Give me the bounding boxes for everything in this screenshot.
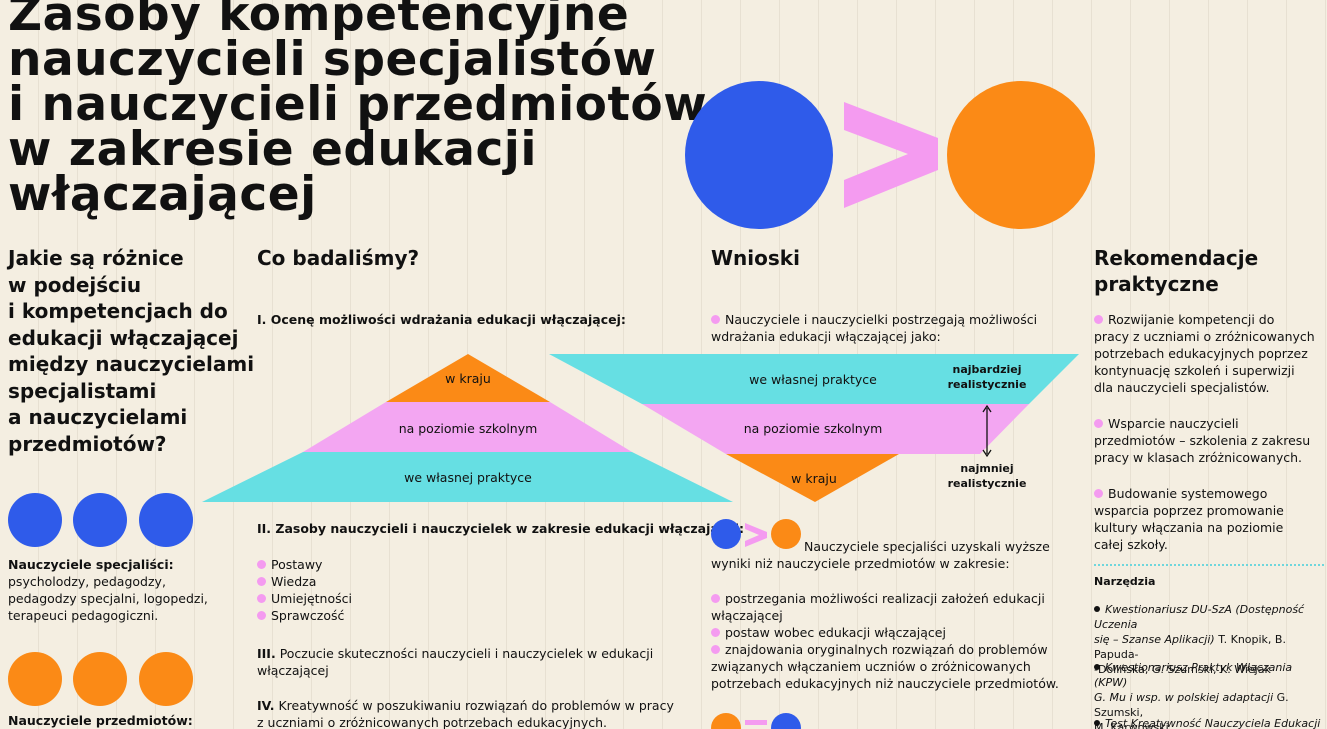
inverted-bottom-segment [726, 454, 899, 502]
tool-item: Test Kreatywność Nauczyciela Edukacji [1094, 716, 1326, 729]
specialists-line: terapeuci pedagogiczni. [8, 608, 159, 623]
bullet [1094, 720, 1100, 726]
conclusion-bullet: postrzegania możliwości realizacji założ… [711, 590, 1071, 607]
small-orange-circle-2 [711, 713, 741, 729]
big-orange-circle [947, 81, 1095, 229]
title-line: nauczycieli specjalistów [8, 32, 657, 87]
question-line: edukacji włączającej [8, 325, 239, 350]
specialist-circle [8, 493, 62, 547]
recommendation-2: Wsparcie nauczycieli przedmiotów – szkol… [1094, 416, 1311, 465]
conclusion-bullet: znajdowania oryginalnych rozwiązań do pr… [711, 641, 1071, 658]
subject-teacher-circle [139, 652, 193, 706]
question-line: przedmiotów? [8, 431, 167, 456]
specialists-title: Nauczyciele specjaliści: [8, 557, 174, 572]
bullet-dot [1094, 315, 1103, 324]
inverted-middle-segment [642, 404, 1029, 454]
small-blue-circle [711, 519, 741, 549]
title-line: i nauczycieli przedmiotów [8, 77, 708, 132]
subject-teacher-circle [73, 652, 127, 706]
bullet-dot [711, 628, 720, 637]
bullet-dot [257, 594, 266, 603]
research-item-2: II. Zasoby nauczycieli i nauczycielek w … [257, 521, 744, 536]
pyramid-middle-segment [303, 402, 632, 452]
pyramid-top-segment [386, 354, 550, 402]
tools-heading: Narzędzia [1094, 575, 1156, 588]
title-line: włączającej [8, 167, 317, 222]
resource-item: Umiejętności [257, 590, 352, 607]
conclusions-bullets: postrzegania możliwości realizacji założ… [711, 590, 1071, 692]
title-line: Zasoby kompetencyjne [8, 0, 630, 42]
specialists-line: psycholodzy, pedagodzy, [8, 574, 166, 589]
title-line: w zakresie edukacji [8, 122, 538, 177]
subject-teacher-circle [8, 652, 62, 706]
small-blue-circle-2 [771, 713, 801, 729]
bullet-dot [257, 577, 266, 586]
dotted-divider [1094, 564, 1324, 566]
inverted-pyramid-chart [549, 354, 1079, 502]
inverted-label-bottom: w kraju [791, 471, 837, 486]
conclusions-intro: Nauczyciele i nauczycielki postrzegają m… [711, 312, 1038, 344]
big-greater-than-symbol [844, 102, 938, 208]
recommendation-3: Budowanie systemowego wsparcia poprzez p… [1094, 486, 1284, 552]
comparison-intro: Nauczyciele specjaliści uzyskali wyższe … [711, 539, 1050, 571]
resources-list: Postawy Wiedza Umiejętności Sprawczość [257, 556, 352, 624]
question-line: specjalistami [8, 378, 157, 403]
question-line: i kompetencjach do [8, 299, 228, 323]
recommendations-heading: Rekomendacje praktyczne [1094, 246, 1259, 296]
conclusions-heading: Wnioski [711, 246, 800, 270]
big-blue-circle [685, 81, 833, 229]
page-title: Zasoby kompetencyjne nauczycieli specjal… [8, 0, 708, 222]
bullet-dot [1094, 489, 1103, 498]
resource-item: Wiedza [257, 573, 352, 590]
bullet [1094, 664, 1100, 670]
pyramid-chart [202, 354, 733, 502]
inverted-label-top: we własnej praktyce [749, 372, 877, 387]
question-line: między nauczycielami [8, 352, 255, 376]
bullet-dot [711, 315, 720, 324]
inverted-label-middle: na poziomie szkolnym [743, 421, 883, 436]
research-item-3: III. Poczucie skuteczności nauczycieli i… [257, 646, 654, 678]
bullet-dot [257, 560, 266, 569]
question-line: Jakie są różnice [8, 246, 184, 270]
pyramid-label-bottom: we własnej praktyce [404, 470, 532, 485]
research-item-4: IV. Kreatywność w poszukiwaniu rozwiązań… [257, 698, 674, 729]
research-item-1: I. Ocenę możliwości wdrażania edukacji w… [257, 312, 626, 327]
specialist-circle [139, 493, 193, 547]
conclusion-bullet: postaw wobec edukacji włączającej [711, 624, 1071, 641]
pyramid-label-middle: na poziomie szkolnym [398, 421, 538, 436]
inverted-top-segment [549, 354, 1079, 404]
pyramid-bottom-segment [202, 452, 733, 502]
realism-arrow-icon [982, 404, 992, 458]
equals-symbol [745, 720, 767, 725]
resource-item: Postawy [257, 556, 352, 573]
question-heading: Jakie są różnice w podejściu i kompetenc… [8, 245, 258, 457]
subject-teachers-title: Nauczyciele przedmiotów: [8, 713, 193, 728]
bullet-dot [1094, 419, 1103, 428]
pyramid-label-top: w kraju [445, 371, 491, 386]
specialists-line: pedagodzy specjalni, logopedzi, [8, 591, 208, 606]
least-realistic-label: najmniej realistycznie [947, 462, 1027, 490]
tool-item: Kwestionariusz DU-SzA (Dostępność Uczeni… [1094, 603, 1305, 676]
recommendation-1: Rozwijanie kompetencji do pracy z ucznia… [1094, 312, 1315, 395]
bullet-dot [711, 645, 720, 654]
bullet [1094, 606, 1100, 612]
bullet-dot [257, 611, 266, 620]
most-realistic-label: najbardziej realistycznie [947, 363, 1027, 391]
research-heading: Co badaliśmy? [257, 246, 420, 270]
bullet-dot [711, 594, 720, 603]
small-greater-than-symbol [745, 523, 767, 547]
question-line: w podejściu [8, 272, 142, 297]
tool-item: Kwestionariusz Praktyk Włączania (KPW) G… [1094, 661, 1293, 729]
specialist-circle [73, 493, 127, 547]
resource-item: Sprawczość [257, 607, 352, 624]
specialists-description: Nauczyciele specjaliści: psycholodzy, pe… [8, 556, 253, 624]
question-line: a nauczycielami [8, 405, 188, 429]
small-orange-circle [771, 519, 801, 549]
